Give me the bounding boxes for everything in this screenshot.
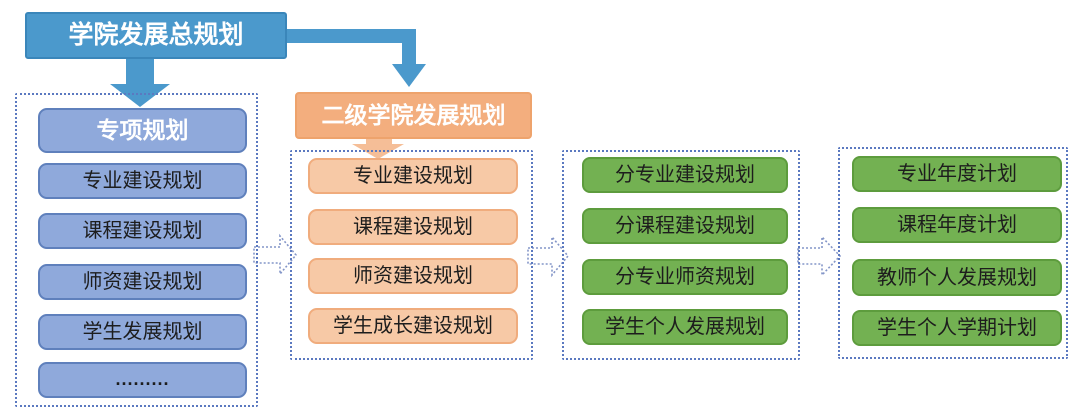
root-plan-node: 学院发展总规划: [25, 12, 287, 59]
col4-annual-plans-group: [838, 147, 1068, 359]
col3-sub-plans-group: [562, 150, 800, 360]
plan-node: 专业年度计划: [852, 156, 1062, 192]
plan-node: 课程建设规划: [308, 209, 518, 245]
level2-plan-node: 二级学院发展规划: [295, 92, 532, 139]
plan-node: 学生个人学期计划: [852, 310, 1062, 346]
plan-node: 师资建设规划: [38, 264, 247, 300]
plan-node: 专业建设规划: [308, 158, 518, 194]
plan-node-ellipsis: .........: [38, 362, 247, 398]
plan-node: 学生个人发展规划: [582, 309, 788, 345]
arrow-root-to-level2-icon: [287, 29, 426, 87]
plan-node: 学生发展规划: [38, 314, 247, 350]
col2-secondary-college-group: [290, 150, 533, 360]
arrow-col3-to-col4-icon: [797, 234, 842, 278]
plan-node: 分专业师资规划: [582, 259, 788, 295]
col1-special-plans-group: [15, 93, 258, 407]
plan-node: 学生成长建设规划: [308, 308, 518, 344]
plan-node: 课程年度计划: [852, 207, 1062, 243]
plan-node: 师资建设规划: [308, 258, 518, 294]
plan-node: 分专业建设规划: [582, 157, 788, 193]
plan-node: 课程建设规划: [38, 213, 247, 249]
plan-node: 专业建设规划: [38, 163, 247, 199]
col1-header-node: 专项规划: [38, 108, 247, 153]
plan-node: 分课程建设规划: [582, 208, 788, 244]
plan-node: 教师个人发展规划: [852, 259, 1062, 296]
